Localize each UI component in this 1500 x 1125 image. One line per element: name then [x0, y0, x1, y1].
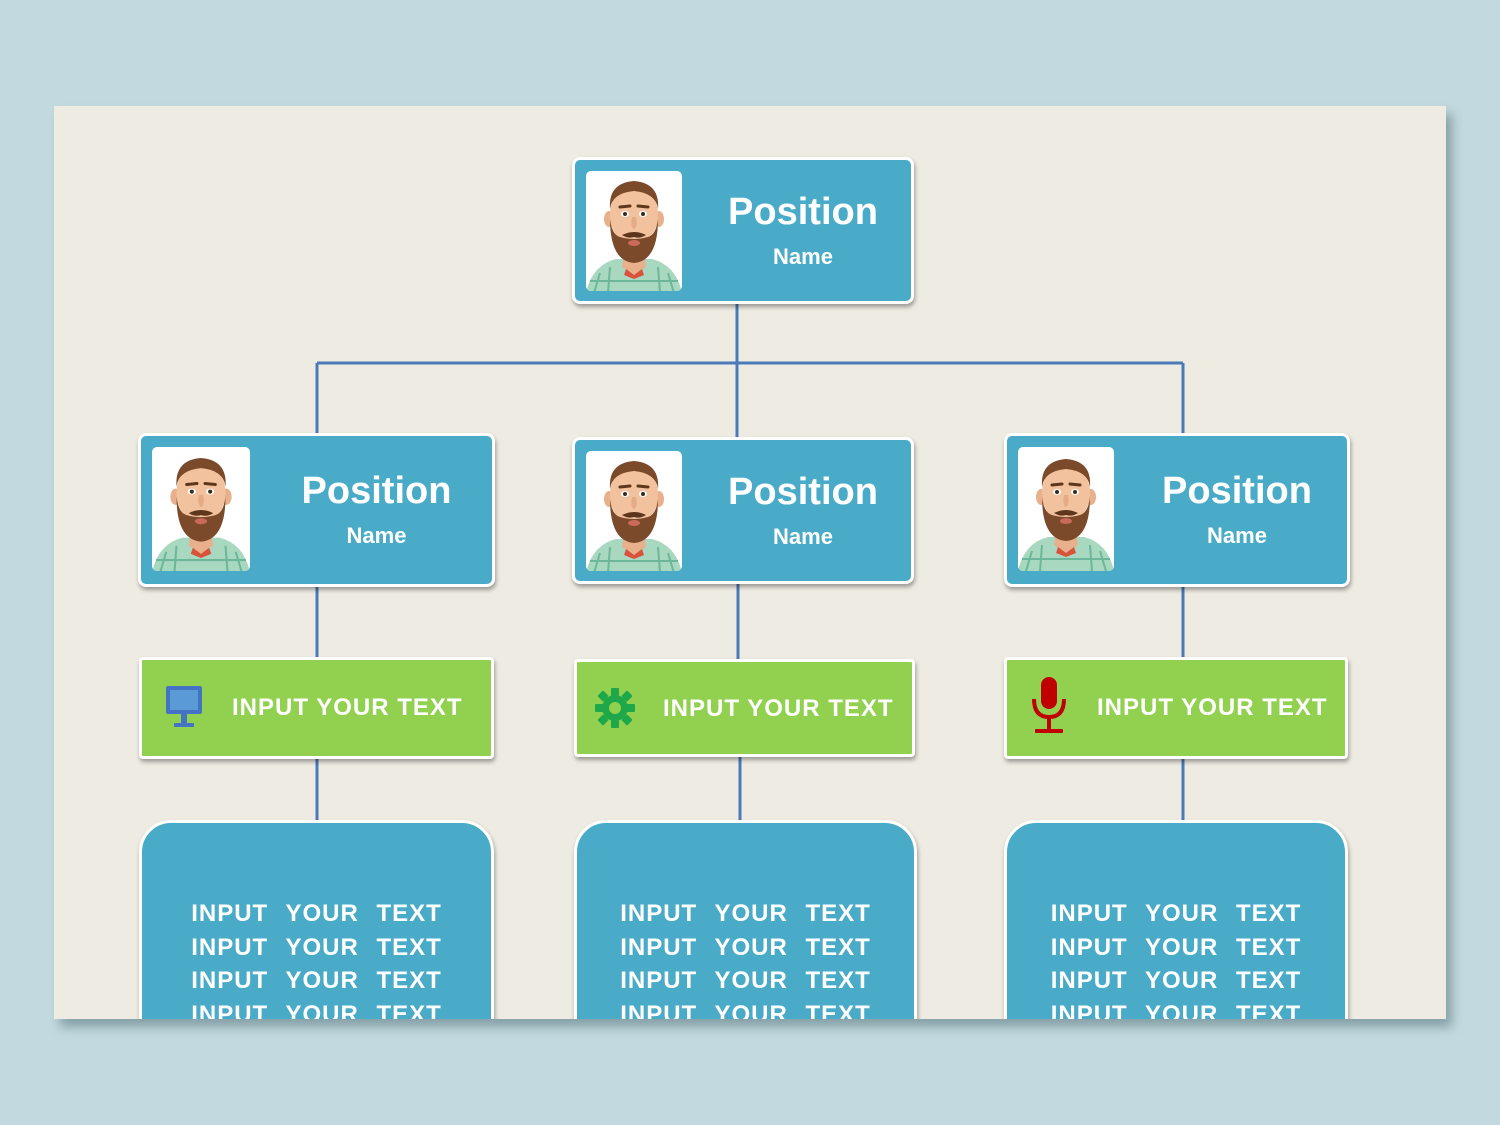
text-line: INPUT YOUR TEXT — [620, 1000, 871, 1020]
microphone-icon — [1032, 677, 1066, 733]
name-label: Name — [1207, 523, 1267, 548]
name-label: Name — [773, 524, 833, 549]
position-card-right[interactable]: Position Name — [1004, 433, 1350, 587]
text-line: INPUT YOUR TEXT — [1050, 900, 1302, 927]
top-position-card[interactable]: Position Name — [572, 157, 914, 304]
gear-icon — [595, 688, 635, 728]
position-title: Position — [728, 471, 878, 513]
avatar — [586, 171, 682, 291]
avatar — [586, 451, 682, 571]
position-card-left[interactable]: Position Name — [138, 433, 495, 587]
text-box-middle[interactable]: INPUT YOUR TEXT INPUT YOUR TEXT INPUT YO… — [574, 820, 917, 1019]
label-bar-text: INPUT YOUR TEXT — [663, 695, 894, 722]
text-box-right[interactable]: INPUT YOUR TEXT INPUT YOUR TEXT INPUT YO… — [1004, 820, 1348, 1019]
monitor-icon — [166, 686, 202, 727]
name-label: Name — [773, 244, 833, 269]
text-line: INPUT YOUR TEXT — [1050, 933, 1302, 961]
text-line: INPUT YOUR TEXT — [191, 933, 442, 961]
avatar — [1018, 447, 1114, 571]
label-bar-left[interactable]: INPUT YOUR TEXT — [139, 657, 494, 759]
text-box-left[interactable]: INPUT YOUR TEXT INPUT YOUR TEXT INPUT YO… — [139, 820, 494, 1019]
text-line: INPUT YOUR TEXT — [620, 967, 871, 994]
text-line: INPUT YOUR TEXT — [620, 933, 871, 961]
text-line: INPUT YOUR TEXT — [1050, 967, 1302, 994]
label-bar-middle[interactable]: INPUT YOUR TEXT — [574, 659, 915, 757]
slide: Position Name Position Name Position Nam… — [54, 106, 1446, 1019]
position-title: Position — [728, 191, 878, 233]
position-title: Position — [301, 470, 452, 512]
connector-lines — [315, 303, 1185, 822]
label-bar-text: INPUT YOUR TEXT — [1097, 694, 1328, 721]
text-line: INPUT YOUR TEXT — [191, 1000, 442, 1020]
text-line: INPUT YOUR TEXT — [1050, 1000, 1302, 1020]
avatar — [152, 447, 250, 571]
position-card-middle[interactable]: Position Name — [572, 437, 914, 584]
label-bar-text: INPUT YOUR TEXT — [232, 694, 463, 721]
text-line: INPUT YOUR TEXT — [620, 900, 871, 927]
text-line: INPUT YOUR TEXT — [191, 900, 442, 927]
name-label: Name — [346, 523, 407, 548]
label-bar-right[interactable]: INPUT YOUR TEXT — [1004, 657, 1348, 759]
position-title: Position — [1162, 470, 1312, 512]
text-line: INPUT YOUR TEXT — [191, 967, 442, 994]
